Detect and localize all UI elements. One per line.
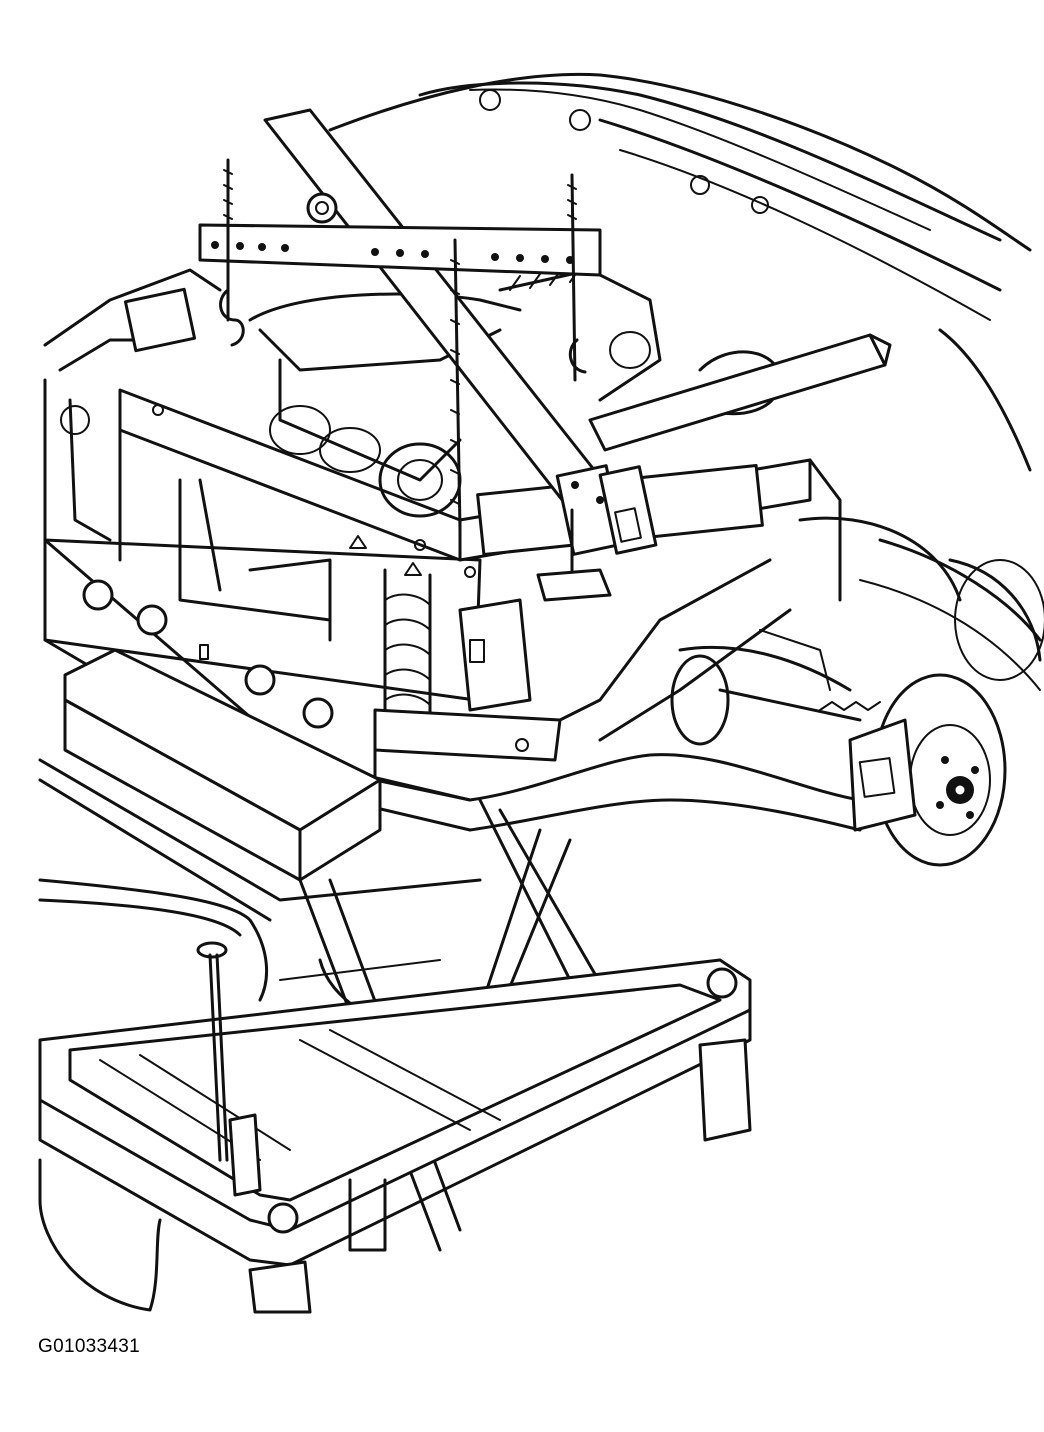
support-block	[65, 650, 380, 880]
lower-frame	[375, 560, 860, 830]
front-suspension	[672, 630, 880, 744]
support-fixture	[200, 110, 890, 600]
vehicle-body-outline	[330, 74, 1040, 690]
base-frame	[40, 960, 750, 1265]
right-wheel-well	[800, 518, 1044, 680]
left-body-structure	[45, 270, 220, 620]
jack-handle	[198, 943, 260, 1195]
strut-assembly	[385, 570, 530, 720]
brake-rotor-and-hub	[850, 675, 1005, 865]
caster-wheels	[40, 1040, 750, 1312]
figure-id-label: G01033431	[38, 1336, 141, 1357]
